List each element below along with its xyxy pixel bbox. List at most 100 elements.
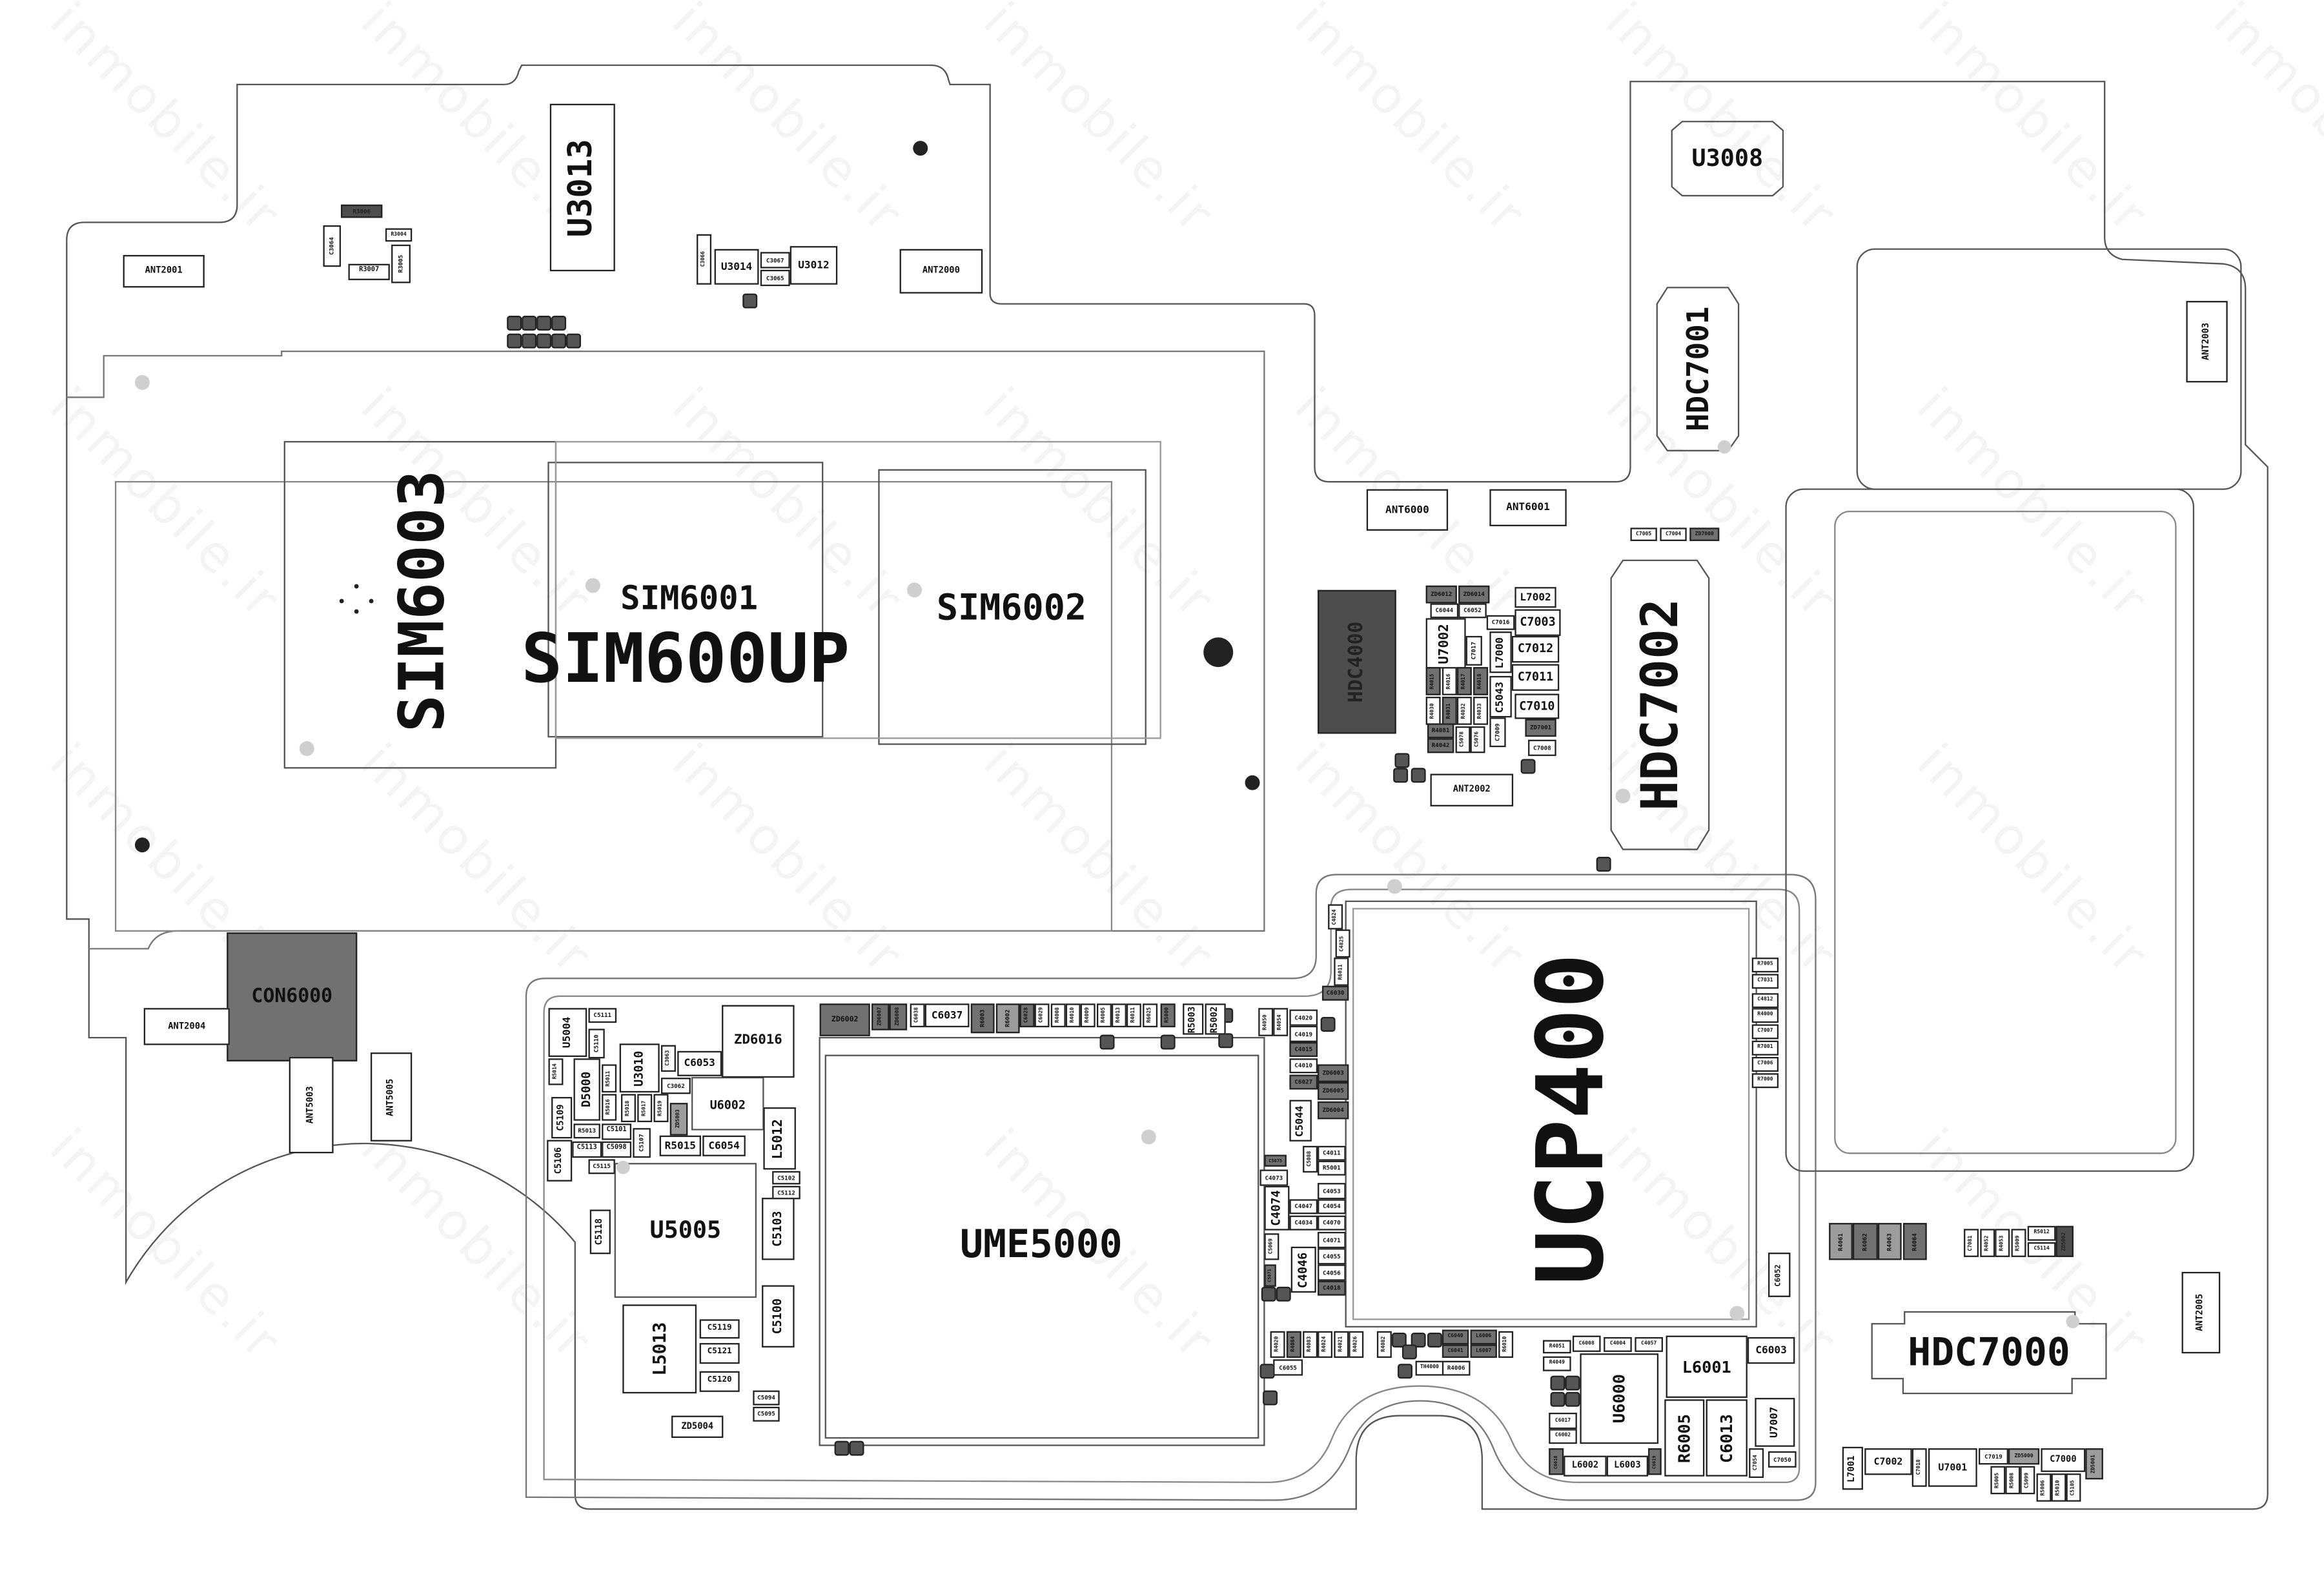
component-r6002: R6002 xyxy=(995,1003,1020,1034)
component-c6027: C6027 xyxy=(1289,1074,1318,1090)
component-c5107: C5107 xyxy=(633,1128,651,1158)
component-c7003: C7003 xyxy=(1514,609,1561,636)
test-point xyxy=(1615,788,1631,804)
component-r5005: R5005 xyxy=(1990,1466,2006,1495)
component-r5003: R5003 xyxy=(1183,1003,1204,1035)
component-r4015: R4015 xyxy=(1425,667,1441,695)
sim-dot xyxy=(339,599,344,604)
pad xyxy=(536,333,552,349)
component-r4054: R4054 xyxy=(1273,1008,1289,1036)
component-u3010: U3010 xyxy=(619,1043,660,1093)
pad xyxy=(1263,1390,1278,1406)
component-r3006: R3006 xyxy=(341,204,383,218)
pad xyxy=(507,333,522,349)
component-r6003: R6003 xyxy=(970,1003,995,1034)
pad xyxy=(1596,857,1611,872)
component-r4050: R4050 xyxy=(1258,1008,1274,1036)
component-zd6014: ZD6014 xyxy=(1458,585,1490,604)
component-ant2000: ANT2000 xyxy=(899,249,983,294)
pad xyxy=(1160,1034,1176,1050)
pad xyxy=(1411,768,1426,783)
pad xyxy=(1276,1286,1291,1302)
component-c4011: C4011 xyxy=(1318,1145,1346,1161)
fiducial-dot xyxy=(134,837,150,853)
component-c5121: C5121 xyxy=(699,1343,740,1364)
test-point xyxy=(1729,1306,1745,1321)
test-point xyxy=(1141,1129,1156,1145)
component-r4051: R4051 xyxy=(1543,1340,1571,1354)
component-r5015: R5015 xyxy=(659,1135,701,1156)
component-hdc7000: HDC7000 xyxy=(1908,1331,2070,1376)
component-c5118: C5118 xyxy=(589,1209,611,1255)
component-r4032: R4032 xyxy=(1456,697,1472,725)
component-l6003: L6003 xyxy=(1606,1455,1649,1477)
pad xyxy=(566,333,581,349)
component-r6005: R6005 xyxy=(1664,1399,1705,1477)
component-ant2002: ANT2002 xyxy=(1430,774,1514,806)
pad xyxy=(522,316,537,331)
component-c7016: C7016 xyxy=(1486,615,1515,630)
component-ant2004: ANT2004 xyxy=(143,1008,230,1045)
test-point xyxy=(299,741,314,756)
pad xyxy=(742,293,758,309)
test-point xyxy=(2066,1315,2080,1329)
component-r5011: R5011 xyxy=(602,1064,617,1093)
component-c3066: C3066 xyxy=(697,234,712,285)
component-r3005: R3005 xyxy=(391,244,411,283)
component-c7000: C7000 xyxy=(2041,1448,2086,1472)
component-c7019: C7019 xyxy=(1979,1448,2008,1465)
component-c4047: C4047 xyxy=(1289,1199,1318,1214)
component-c5113: C5113 xyxy=(572,1141,602,1158)
component-c4010: C4010 xyxy=(1289,1058,1318,1074)
component-hdc7002: HDC7002 xyxy=(1631,599,1691,812)
component-c4071: C4071 xyxy=(1318,1231,1346,1249)
component-c4825: C4825 xyxy=(1335,929,1351,958)
component-c4015: C4015 xyxy=(1289,1042,1318,1057)
component-r4024: R4024 xyxy=(1318,1331,1333,1358)
component-c6003: C6003 xyxy=(1747,1337,1795,1364)
pad xyxy=(1393,768,1409,783)
component-u7001: U7001 xyxy=(1928,1448,1977,1487)
component-ucp400: UCP400 xyxy=(1516,953,1625,1286)
component-c6054: C6054 xyxy=(702,1135,746,1156)
component-c4812: C4812 xyxy=(1751,993,1779,1009)
component-zd6003: ZD6003 xyxy=(1318,1064,1349,1083)
component-c7008: C7008 xyxy=(1528,739,1556,756)
component-d5000: D5000 xyxy=(573,1058,600,1121)
component-c4057: C4057 xyxy=(1635,1337,1663,1352)
component-r4031: R4031 xyxy=(1442,697,1457,725)
component-c4054: C4054 xyxy=(1318,1199,1346,1214)
component-r4013: R4013 xyxy=(1111,1003,1126,1028)
component-ant5003: ANT5003 xyxy=(289,1056,334,1154)
component-zd6007: ZD6007 xyxy=(871,1003,890,1030)
component-c5102: C5102 xyxy=(772,1171,800,1185)
component-u3012: U3012 xyxy=(790,246,838,285)
component-sim6003: SIM6003 xyxy=(385,469,458,732)
shield-outer xyxy=(525,874,1817,1501)
pad xyxy=(1402,1344,1417,1360)
component-zd5002: ZD5002 xyxy=(2055,1225,2074,1257)
component-c5105: C5105 xyxy=(2066,1473,2081,1502)
component-sim6001: SIM6001 xyxy=(620,580,759,619)
component-r4042: R4042 xyxy=(1427,738,1454,753)
fiducial-dot xyxy=(913,141,928,156)
component-r6025: R6025 xyxy=(1143,1003,1158,1028)
pad xyxy=(1565,1391,1580,1407)
component-l7001: L7001 xyxy=(1842,1446,1863,1490)
component-c7007: C7007 xyxy=(1751,1024,1779,1040)
component-sim6002: SIM6002 xyxy=(936,587,1087,629)
component-c6008: C6008 xyxy=(1572,1335,1601,1352)
component-c7011: C7011 xyxy=(1511,664,1560,691)
component-c7005: C7005 xyxy=(1630,528,1657,542)
component-r3004: R3004 xyxy=(385,228,413,242)
sim-dot xyxy=(369,599,374,604)
board-edge xyxy=(66,64,2268,1510)
component-c5101: C5101 xyxy=(602,1123,632,1140)
component-ant2005: ANT2005 xyxy=(2181,1271,2221,1354)
sim-dot xyxy=(354,609,359,614)
component-c4824: C4824 xyxy=(1328,904,1343,930)
component-u5004: U5004 xyxy=(548,1008,587,1057)
component-r4064: R4064 xyxy=(1902,1223,1927,1260)
component-c7010: C7010 xyxy=(1514,693,1560,719)
